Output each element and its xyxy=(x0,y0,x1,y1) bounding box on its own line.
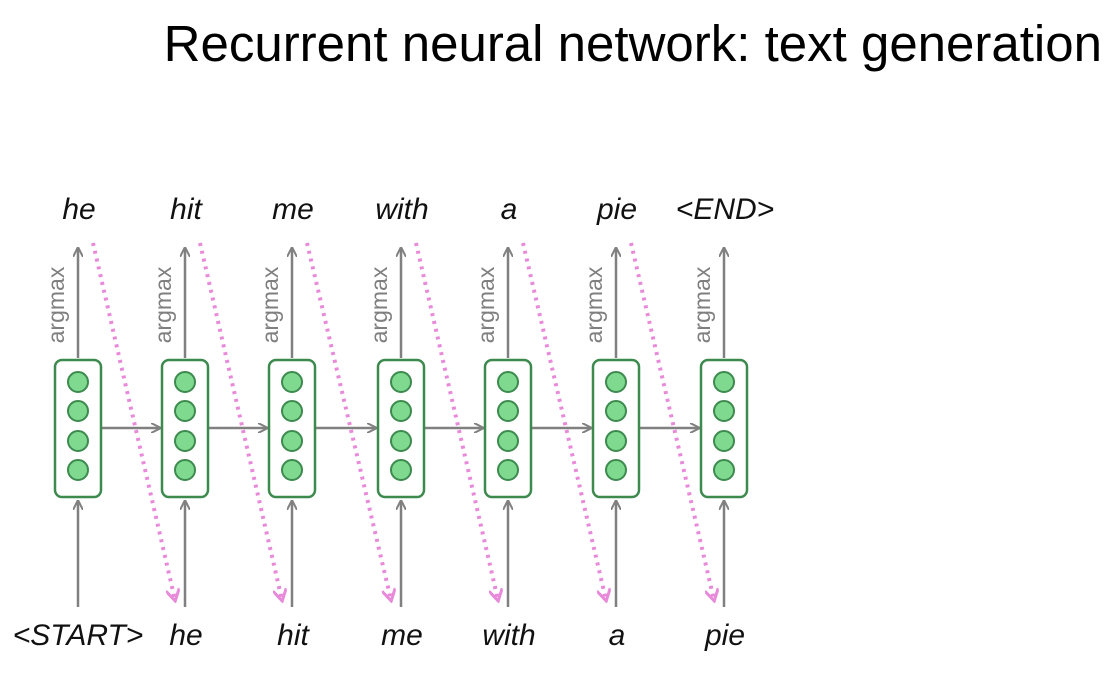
feedback-arrow xyxy=(414,242,498,600)
hidden-unit xyxy=(390,430,412,452)
hidden-unit xyxy=(497,400,519,422)
input-word: pie xyxy=(704,619,745,652)
rnn-cell xyxy=(160,358,210,499)
hidden-unit xyxy=(174,400,196,422)
hidden-unit xyxy=(281,430,303,452)
hidden-unit xyxy=(713,459,735,481)
output-word: he xyxy=(62,193,95,226)
feedback-arrow xyxy=(91,242,175,600)
rnn-cell-box xyxy=(699,358,749,499)
hidden-unit xyxy=(174,371,196,393)
hidden-unit xyxy=(390,371,412,393)
input-word: he xyxy=(169,619,202,652)
feedback-arrow xyxy=(521,242,606,600)
hidden-unit xyxy=(605,400,627,422)
rnn-cell xyxy=(267,358,317,499)
hidden-unit xyxy=(281,371,303,393)
input-word: with xyxy=(482,619,535,652)
hidden-unit xyxy=(390,459,412,481)
input-word: a xyxy=(609,619,626,652)
hidden-unit xyxy=(67,459,89,481)
output-word: pie xyxy=(596,193,637,226)
rnn-cell-box xyxy=(376,358,426,499)
output-word: hit xyxy=(170,193,203,226)
argmax-label: argmax xyxy=(473,266,499,343)
argmax-label: argmax xyxy=(43,266,69,343)
argmax-label: argmax xyxy=(366,266,392,343)
hidden-unit xyxy=(67,400,89,422)
hidden-unit xyxy=(497,371,519,393)
argmax-label: argmax xyxy=(257,266,283,343)
output-word: <END> xyxy=(676,193,774,226)
hidden-unit xyxy=(605,371,627,393)
input-word: me xyxy=(381,619,423,652)
rnn-cell xyxy=(376,358,426,499)
feedback-arrow xyxy=(629,242,714,600)
input-word: hit xyxy=(277,619,310,652)
hidden-unit xyxy=(497,430,519,452)
rnn-cell xyxy=(699,358,749,499)
argmax-label: argmax xyxy=(150,266,176,343)
input-word: <START> xyxy=(13,619,144,652)
hidden-unit xyxy=(605,430,627,452)
rnn-cell-box xyxy=(160,358,210,499)
rnn-cell-box xyxy=(53,358,103,499)
rnn-cell-box xyxy=(483,358,533,499)
hidden-unit xyxy=(174,430,196,452)
output-word: a xyxy=(501,193,518,226)
output-word: with xyxy=(375,193,428,226)
output-word: me xyxy=(272,193,314,226)
hidden-unit xyxy=(390,400,412,422)
feedback-arrow xyxy=(198,242,282,600)
argmax-label: argmax xyxy=(581,266,607,343)
rnn-cell xyxy=(591,358,641,499)
feedback-arrow xyxy=(305,242,391,600)
hidden-unit xyxy=(713,371,735,393)
rnn-cell xyxy=(483,358,533,499)
hidden-unit xyxy=(713,400,735,422)
hidden-unit xyxy=(713,430,735,452)
hidden-unit xyxy=(281,459,303,481)
hidden-unit xyxy=(67,371,89,393)
hidden-unit xyxy=(497,459,519,481)
argmax-label: argmax xyxy=(689,266,715,343)
hidden-unit xyxy=(67,430,89,452)
hidden-unit xyxy=(281,400,303,422)
slide-title: Recurrent neural network: text generatio… xyxy=(163,15,1102,72)
hidden-unit xyxy=(174,459,196,481)
hidden-unit xyxy=(605,459,627,481)
rnn-cell-box xyxy=(591,358,641,499)
rnn-cell xyxy=(53,358,103,499)
rnn-cell-box xyxy=(267,358,317,499)
